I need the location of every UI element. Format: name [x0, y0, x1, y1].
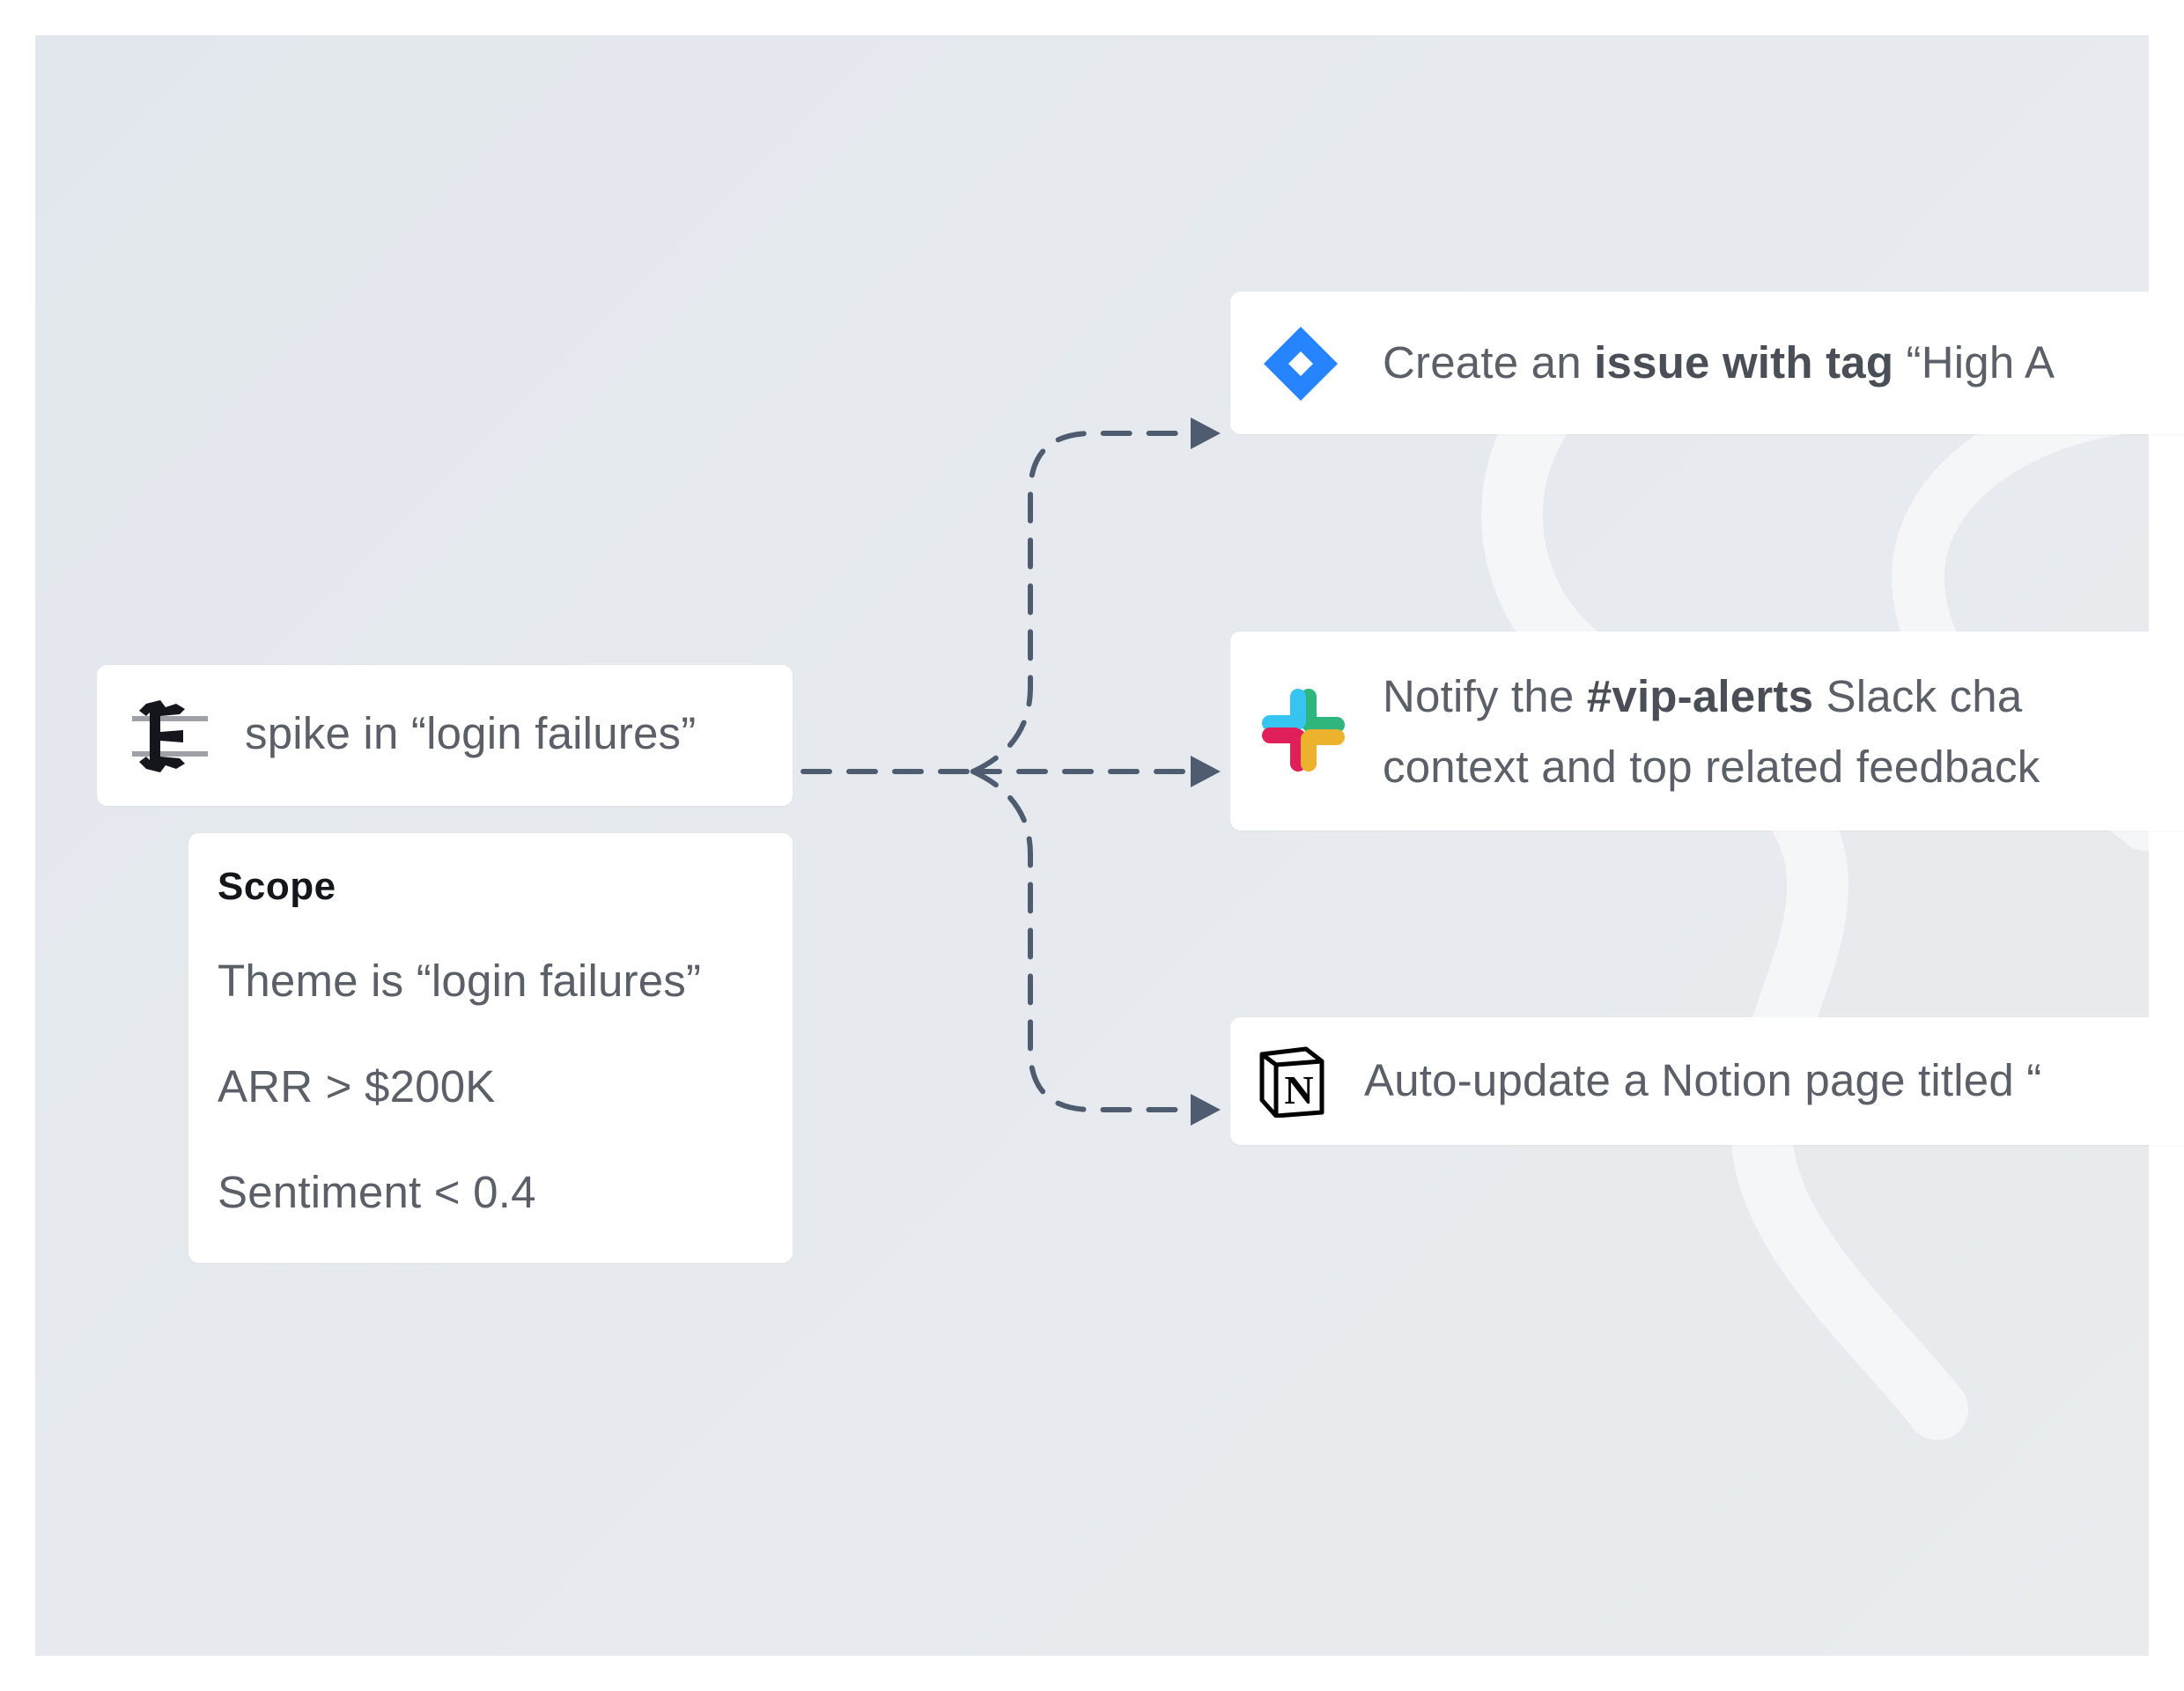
trigger-label: spike in “login failures”: [245, 708, 697, 758]
trigger-card[interactable]: spike in “login failures”: [97, 665, 793, 806]
scope-condition-arr: ARR > $200K: [218, 1061, 496, 1111]
notion-action-text: Auto-update a Notion page titled “: [1364, 1055, 2042, 1105]
connector-to-notion: [970, 769, 1194, 1112]
action-card-jira[interactable]: Create an issue with tag “High A: [1230, 292, 2184, 434]
slack-action-line1: Notify the #vip-alerts Slack cha: [1383, 671, 2023, 721]
arrowhead-notion: [1191, 1094, 1221, 1126]
action-card-slack[interactable]: Notify the #vip-alerts Slack cha context…: [1230, 631, 2184, 831]
jira-icon: [1262, 325, 1339, 402]
svg-text:N: N: [1284, 1067, 1313, 1112]
slack-action-line2: context and top related feedback: [1383, 742, 2040, 792]
scope-title: Scope: [218, 865, 336, 908]
arrowhead-slack: [1191, 756, 1221, 787]
slack-icon: [1259, 686, 1347, 774]
connector-to-jira: [970, 431, 1194, 774]
notion-icon: N: [1257, 1045, 1327, 1118]
action-card-notion[interactable]: N Auto-update a Notion page titled “: [1230, 1017, 2184, 1145]
enterpret-logo-icon: [130, 698, 211, 774]
connector-layer: [801, 417, 1221, 1126]
scope-condition-sentiment: Sentiment < 0.4: [218, 1167, 536, 1217]
arrowhead-jira: [1191, 417, 1221, 449]
scope-card: Scope Theme is “login failures” ARR > $2…: [188, 833, 793, 1263]
scope-condition-theme: Theme is “login failures”: [218, 956, 702, 1006]
jira-action-text: Create an issue with tag “High A: [1383, 337, 2055, 388]
